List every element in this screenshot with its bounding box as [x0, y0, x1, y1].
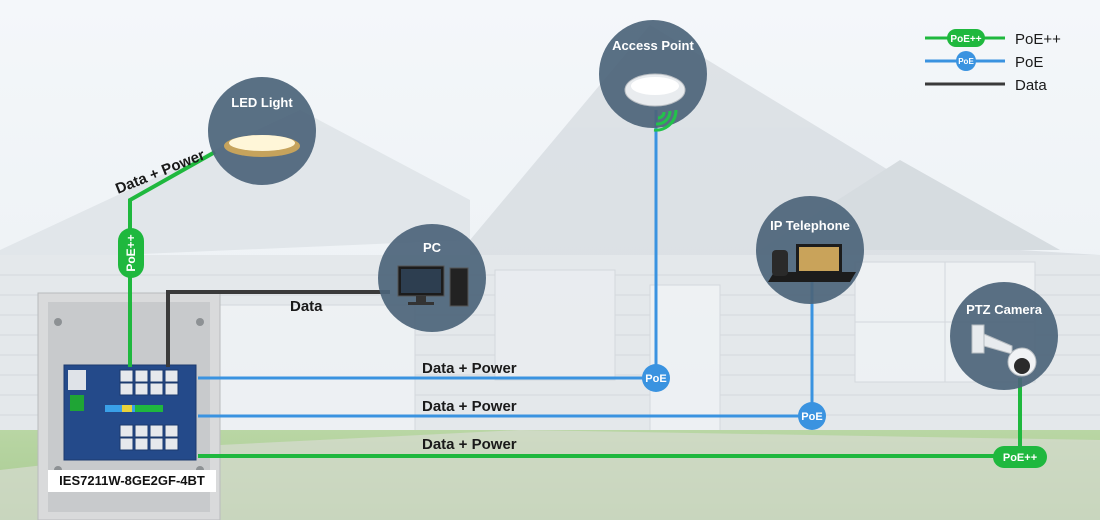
driveway: [0, 430, 1100, 520]
ptz-camera-poe-plus-badge: PoE++: [993, 446, 1047, 468]
legend-poe-badge-text: PoE: [958, 57, 974, 66]
legend-poe-label: PoE: [1015, 54, 1043, 71]
pc-link-label: Data: [290, 298, 323, 315]
legend-poe-badge: [956, 51, 976, 71]
house-background: [0, 25, 1100, 436]
ip-phone-icon: [768, 244, 856, 282]
ptz-camera-link-label: Data + Power: [422, 436, 517, 453]
led-light-label: LED Light: [231, 95, 293, 110]
ip-telephone-label: IP Telephone: [770, 218, 850, 233]
access-point-device: Access Point: [599, 20, 707, 132]
ptz-camera-label: PTZ Camera: [966, 302, 1043, 317]
ptz-camera-device: PTZ Camera: [950, 282, 1058, 390]
access-point-icon: [624, 73, 686, 107]
ptz-camera-badge-text: PoE++: [1003, 452, 1037, 464]
pc-data-line: [166, 290, 390, 367]
led-light-poe-plus-line: [128, 150, 216, 367]
ptz-camera-icon: [971, 324, 1037, 377]
legend-poe-plus-badge-text: PoE++: [950, 34, 981, 45]
desktop-computer-icon: [397, 265, 469, 307]
legend-poe-plus-label: PoE++: [1015, 31, 1061, 48]
ceiling-light-icon: [224, 135, 300, 157]
access-point-badge-text: PoE: [645, 373, 666, 385]
led-light-device: LED Light: [208, 77, 316, 185]
legend: PoE++ PoE++ PoE PoE Data: [925, 29, 1061, 94]
pc-label: PC: [423, 240, 442, 255]
legend-data-label: Data: [1015, 77, 1047, 94]
ip-telephone-link-label: Data + Power: [422, 398, 517, 415]
legend-poe-plus-badge: [947, 29, 985, 47]
poe-switch: [63, 364, 197, 461]
switch-model-label: IES7211W-8GE2GF-4BT: [48, 470, 216, 492]
ip-telephone-badge-text: PoE: [801, 411, 822, 423]
access-point-poe-badge: PoE: [642, 364, 670, 392]
ip-telephone-poe-badge: PoE: [798, 402, 826, 430]
access-point-link-label: Data + Power: [422, 360, 517, 377]
wifi-signal-icon: [653, 109, 678, 132]
ip-telephone-device: IP Telephone: [756, 196, 864, 304]
pc-device: PC: [378, 224, 486, 332]
led-light-badge-text: PoE++: [124, 234, 138, 271]
access-point-label: Access Point: [612, 38, 694, 53]
led-light-poe-plus-badge: PoE++: [118, 228, 144, 278]
